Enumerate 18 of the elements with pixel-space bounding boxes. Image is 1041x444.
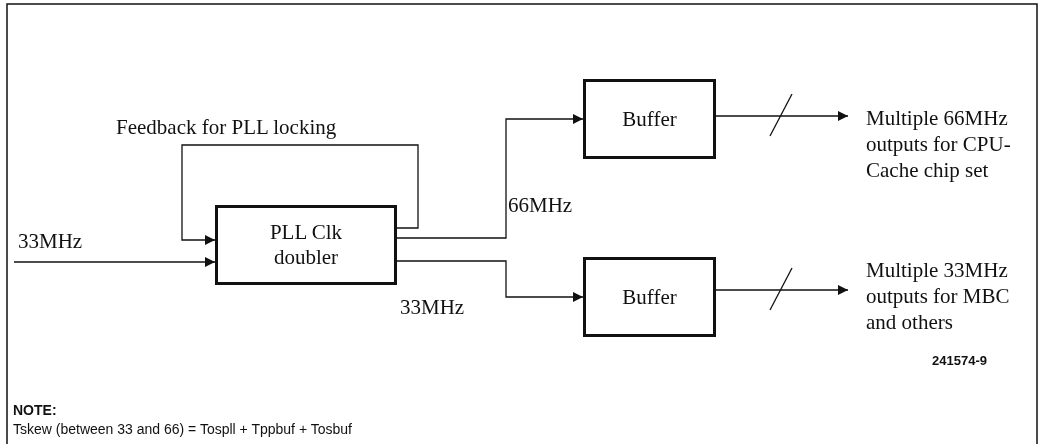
note-heading: NOTE:: [13, 402, 57, 418]
arrow: [181, 144, 419, 245]
arrow: [396, 114, 584, 239]
arrow: [13, 257, 216, 267]
block-box: [215, 205, 397, 285]
block-label: Buffer: [622, 284, 677, 310]
block-label: PLL Clk doubler: [268, 220, 344, 270]
arrow: [715, 285, 849, 295]
arrow: [715, 111, 849, 121]
edge-label: Feedback for PLL locking: [116, 116, 337, 140]
arrow: [396, 260, 584, 302]
output-description: Multiple 33MHz outputs for MBC and others: [866, 256, 1011, 336]
block-label: Buffer: [622, 106, 677, 132]
block-box: [583, 79, 716, 159]
figure-number: 241574-9: [932, 353, 987, 368]
block-box: [583, 257, 716, 337]
output-description: Multiple 66MHz outputs for CPU-Cache chip set: [866, 104, 1012, 184]
note-text: Tskew (between 33 and 66) = Tospll + Tppbuf + Tosbuf: [13, 421, 352, 437]
